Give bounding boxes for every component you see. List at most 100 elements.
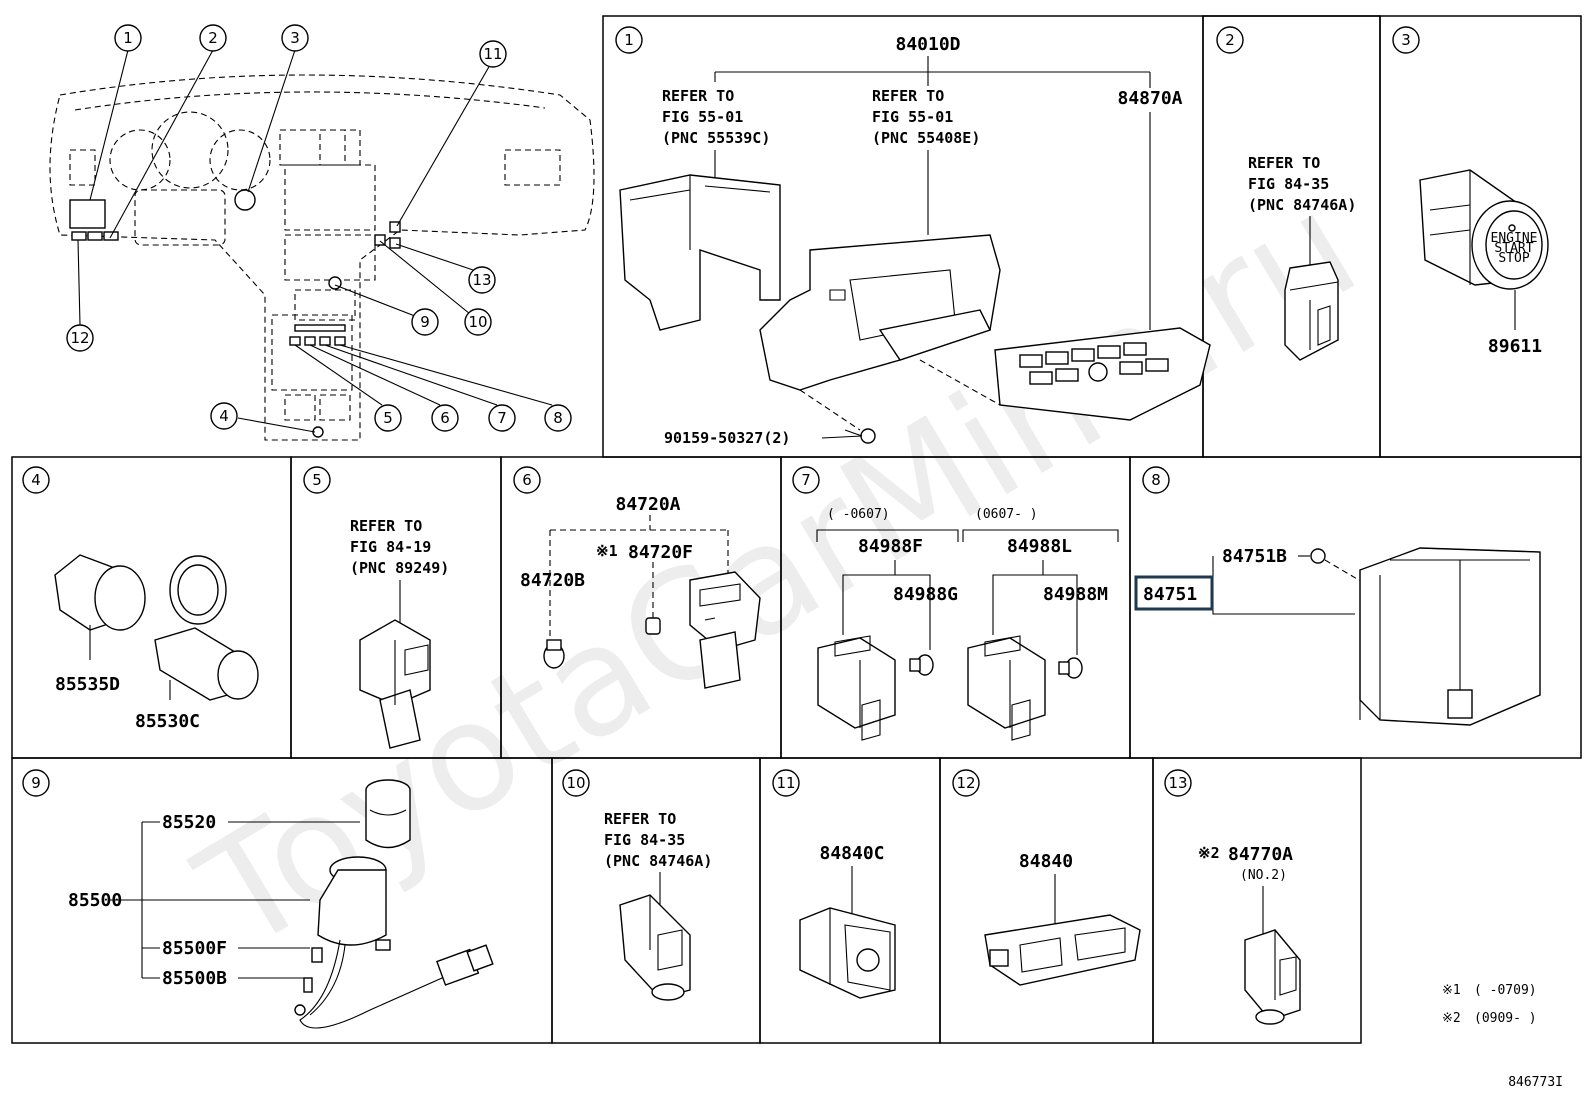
overview-start-button	[234, 189, 256, 211]
refer-55408E-line3: (PNC 55408E)	[872, 129, 980, 147]
svg-text:10: 10	[566, 774, 585, 792]
part-84870A[interactable]: 84870A	[1117, 88, 1182, 109]
callout-10[interactable]: 10	[464, 308, 492, 336]
part-84751B[interactable]: 84751B	[1222, 546, 1287, 567]
engine-start-button-icon[interactable]: ENGINE START STOP	[1471, 200, 1549, 290]
callout-5[interactable]: 5	[374, 404, 402, 432]
panel-9-number: 9	[22, 769, 50, 797]
panel-7: 7 ( -0607) (0607- ) 84988F 84988L 84988G…	[792, 466, 1119, 741]
switch-84988F-icon[interactable]	[817, 637, 896, 729]
part-89611[interactable]: 89611	[1488, 336, 1542, 357]
svg-text:5: 5	[312, 471, 322, 489]
callout-6[interactable]: 6	[431, 404, 459, 432]
callout-1[interactable]: 1	[114, 24, 142, 52]
bulb-icon-g	[909, 654, 934, 676]
switch-grid	[1019, 342, 1169, 385]
part-90159-50327[interactable]: 90159-50327(2)	[664, 429, 790, 447]
panel-11: 11 84840C	[772, 769, 896, 999]
bulb-icon-m	[1058, 657, 1083, 679]
callout-7[interactable]: 7	[488, 404, 516, 432]
part-84770A-sub: (NO.2)	[1240, 868, 1287, 883]
svg-text:4: 4	[219, 407, 229, 425]
panel-13-number: 13	[1164, 769, 1192, 797]
refer-55539C-line3: (PNC 55539C)	[662, 129, 770, 147]
svg-text:6: 6	[440, 409, 450, 427]
overview-switch-1	[69, 199, 106, 229]
part-85500F[interactable]: 85500F	[162, 938, 227, 959]
refer-84746A-line3: (PNC 84746A)	[1248, 196, 1356, 214]
panel-5: 5 REFER TO FIG 84-19 (PNC 89249)	[303, 466, 449, 749]
lighter-plug-icon	[365, 779, 411, 849]
callout-8[interactable]: 8	[544, 404, 572, 432]
callout-4[interactable]: 4	[210, 402, 238, 430]
callout-3[interactable]: 3	[281, 24, 309, 52]
refer-84746A-p10-line1: REFER TO	[604, 810, 676, 828]
refer-89249-line2: FIG 84-19	[350, 538, 431, 556]
part-84988L[interactable]: 84988L	[1007, 536, 1072, 557]
panel-7-number: 7	[792, 466, 820, 494]
refer-55408E-line2: FIG 55-01	[872, 108, 953, 126]
svg-text:2: 2	[1225, 31, 1235, 49]
gauge-cluster	[109, 111, 271, 246]
callout-2[interactable]: 2	[199, 24, 227, 52]
note-2-mark: ※2	[1442, 1011, 1461, 1026]
refer-84746A-p10-line2: FIG 84-35	[604, 831, 685, 849]
part-85500[interactable]: 85500	[68, 890, 122, 911]
switch-84988L-icon[interactable]	[967, 637, 1046, 729]
part-84988F[interactable]: 84988F	[858, 536, 923, 557]
panel-4: 4 85535D 85530C	[22, 466, 259, 732]
part-84720B[interactable]: 84720B	[520, 570, 585, 591]
part-84988M[interactable]: 84988M	[1043, 584, 1108, 605]
range-b: (0607- )	[975, 507, 1038, 522]
panel-4-number: 4	[22, 466, 50, 494]
svg-text:7: 7	[497, 409, 507, 427]
part-84010D[interactable]: 84010D	[895, 34, 960, 55]
footnotes: ※1 ( -0709) ※2 (0909- )	[1442, 983, 1537, 1026]
panel-11-number: 11	[772, 769, 800, 797]
svg-text:7: 7	[801, 471, 811, 489]
dashboard-overview: 1 2 3 4 5 6 7 8 9 10 11 12 13	[49, 24, 595, 441]
callout-9[interactable]: 9	[411, 308, 439, 336]
switch-84840C-icon[interactable]	[799, 907, 896, 999]
panel-2-number: 2	[1216, 26, 1244, 54]
svg-text:START: START	[1494, 241, 1533, 256]
part-85530C[interactable]: 85530C	[135, 711, 200, 732]
svg-text:9: 9	[31, 774, 41, 792]
note-1-range: ( -0709)	[1474, 983, 1537, 998]
callout-12[interactable]: 12	[66, 324, 94, 352]
switch-84720A-icon[interactable]	[689, 571, 761, 651]
callout-13[interactable]: 13	[468, 266, 496, 294]
panel-12: 12 84840	[952, 769, 1141, 986]
wire-harness-icon	[294, 939, 494, 1029]
part-84720A[interactable]: 84720A	[615, 494, 680, 515]
part-84840C[interactable]: 84840C	[819, 843, 884, 864]
panel-6-number: 6	[513, 466, 541, 494]
part-85520[interactable]: 85520	[162, 812, 216, 833]
panel-9: 9 85520 85500 85500F 85500B	[22, 769, 494, 1029]
range-a: ( -0607)	[827, 507, 890, 522]
refer-84746A-line2: FIG 84-35	[1248, 175, 1329, 193]
part-84751[interactable]: 84751	[1143, 584, 1197, 605]
part-85500B[interactable]: 85500B	[162, 968, 227, 989]
svg-text:6: 6	[522, 471, 532, 489]
part-84840[interactable]: 84840	[1019, 851, 1073, 872]
svg-text:9: 9	[420, 313, 430, 331]
svg-text:5: 5	[383, 409, 393, 427]
part-85535D[interactable]: 85535D	[55, 674, 120, 695]
note-2-range: (0909- )	[1474, 1011, 1537, 1026]
panel-2: 2 REFER TO FIG 84-35 (PNC 84746A)	[1216, 26, 1356, 361]
connector-icon	[1447, 689, 1473, 719]
svg-text:11: 11	[776, 774, 795, 792]
svg-text:12: 12	[70, 329, 89, 347]
part-84720F[interactable]: 84720F	[628, 542, 693, 563]
panel-1: 1 84010D 84870A REFER TO FIG 55-01 (PNC …	[615, 26, 1211, 447]
note-1-mark: ※1	[1442, 983, 1461, 998]
dashboard-outline	[49, 74, 595, 441]
part-84988G[interactable]: 84988G	[893, 584, 958, 605]
panel-3-number: 3	[1392, 26, 1420, 54]
callout-11[interactable]: 11	[479, 40, 507, 68]
part-84770A[interactable]: 84770A	[1228, 844, 1293, 865]
part-84751-highlight[interactable]	[1134, 575, 1214, 611]
switch-84770A-icon	[1244, 929, 1301, 1021]
panel-5-number: 5	[303, 466, 331, 494]
